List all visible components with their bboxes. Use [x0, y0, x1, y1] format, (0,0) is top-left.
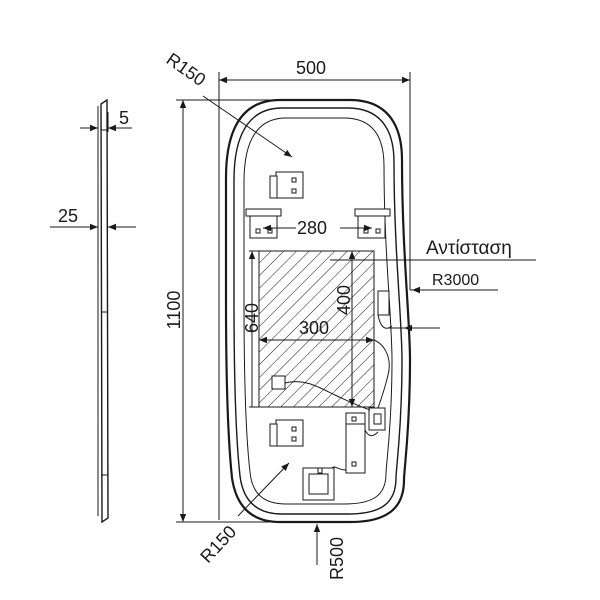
connector-box [271, 375, 286, 390]
mirror-outline [224, 98, 412, 524]
dimension-heater-offset: 640 [242, 250, 262, 408]
radius-side-leader: R3000 [410, 272, 498, 294]
dimension-thickness-top: 5 [80, 108, 132, 132]
radius-side-label: R3000 [432, 272, 479, 289]
radius-base-label: R500 [327, 537, 347, 580]
heater-label: Αντίσταση [426, 238, 512, 259]
dimension-thickness-side: 25 [50, 206, 136, 231]
heater-offset-label: 640 [242, 303, 262, 333]
bracket-bottom [269, 419, 304, 447]
bracket-spacing-label: 280 [297, 218, 327, 238]
side-profile [97, 98, 109, 524]
wiring [284, 314, 393, 471]
bracket-top-right [354, 208, 391, 239]
thickness-side-label: 25 [58, 206, 78, 226]
switch-box [377, 290, 390, 316]
radius-top-leader: R150 [163, 49, 293, 158]
dimension-height: 1100 [164, 99, 290, 523]
height-label: 1100 [164, 291, 184, 330]
heater-callout: Αντίσταση [330, 238, 536, 261]
radius-bottom-label: R150 [196, 522, 240, 567]
radius-base-leader: R500 [313, 524, 347, 580]
bracket-top-center [269, 171, 304, 199]
heater-height-label: 400 [334, 285, 354, 315]
width-label: 500 [296, 58, 326, 78]
radius-bottom-leader: R150 [196, 462, 290, 567]
heater-width-label: 300 [299, 318, 329, 338]
thickness-top-label: 5 [119, 108, 129, 128]
dimension-bracket-spacing: 280 [263, 218, 372, 238]
driver-unit [345, 412, 366, 474]
radius-top-label: R150 [163, 49, 210, 90]
power-socket [302, 467, 335, 501]
terminal-block [368, 407, 386, 431]
dimension-width: 500 [218, 58, 411, 520]
bracket-top-left [245, 208, 282, 239]
dimension-heater-height: 400 [334, 251, 356, 407]
